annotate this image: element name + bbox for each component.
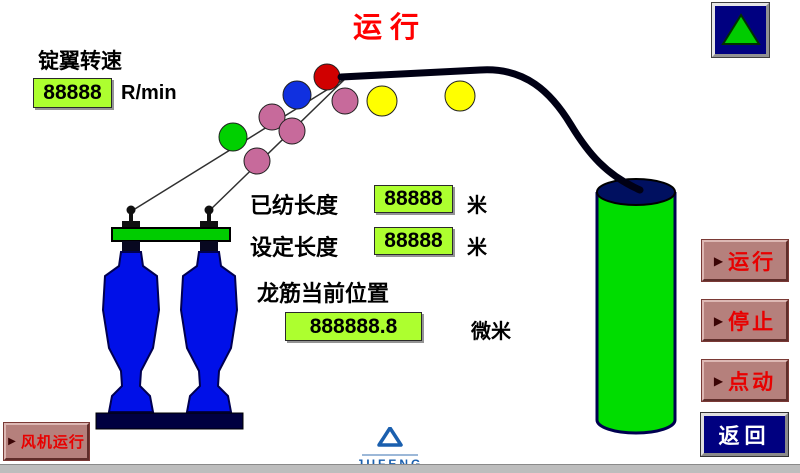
thread-guide-right-icon xyxy=(204,205,214,215)
rail-position-label: 龙筋当前位置 xyxy=(257,281,390,306)
flyer-rail xyxy=(111,227,231,242)
bobbin-right xyxy=(179,251,239,413)
fan-run-button[interactable]: ▶ 风机运行 xyxy=(3,422,90,461)
spindle-speed-unit: R/min xyxy=(121,82,177,104)
play-icon: ▶ xyxy=(713,373,724,388)
spindle-speed-value: 88888 xyxy=(33,78,112,108)
stop-button-label: 停止 xyxy=(728,310,777,334)
yarn-packages xyxy=(218,63,476,175)
play-icon: ▶ xyxy=(713,253,724,268)
bobbin-left xyxy=(101,251,161,413)
yarn-thread xyxy=(337,66,644,194)
stop-button[interactable]: ▶ 停止 xyxy=(701,299,789,342)
page-title: 运行 xyxy=(352,12,427,44)
yarn-dot-pink xyxy=(258,103,286,131)
yarn-dot-blue xyxy=(282,80,312,110)
yarn-dot-yellow xyxy=(366,85,398,117)
rail-position-unit: 微米 xyxy=(471,321,511,343)
spun-length-unit: 米 xyxy=(467,195,487,217)
set-length-label: 设定长度 xyxy=(250,235,339,260)
yarn-dot-yellow xyxy=(444,80,476,112)
run-button-label: 运行 xyxy=(728,250,777,274)
back-button-label: 返回 xyxy=(718,424,771,448)
spun-length-value: 88888 xyxy=(374,185,453,213)
set-length-unit: 米 xyxy=(467,237,487,259)
spun-length-label: 已纺长度 xyxy=(250,193,339,218)
yarn-dot-pink xyxy=(278,117,306,145)
logo-small-text xyxy=(362,454,418,456)
jog-button[interactable]: ▶ 点动 xyxy=(701,359,789,402)
winding-drum xyxy=(595,178,677,435)
spindle-speed-label: 锭翼转速 xyxy=(38,50,122,73)
yarn-dot-pink xyxy=(331,87,359,115)
page-up-button[interactable] xyxy=(711,2,770,58)
run-button[interactable]: ▶ 运行 xyxy=(701,239,789,282)
yarn-dot-red xyxy=(313,63,341,91)
yarn-dot-green xyxy=(218,122,248,152)
back-button[interactable]: 返回 xyxy=(700,412,789,457)
jog-button-label: 点动 xyxy=(728,370,777,394)
set-length-value[interactable]: 88888 xyxy=(374,227,453,255)
jufeng-logo-icon xyxy=(377,426,403,447)
yarn-dot-pink xyxy=(243,147,271,175)
up-arrow-icon xyxy=(720,13,761,45)
bottom-strip xyxy=(0,464,800,473)
rail-position-value: 888888.8 xyxy=(285,312,422,341)
spindle-assembly xyxy=(95,205,244,430)
play-icon: ▶ xyxy=(8,435,16,447)
spindle-base xyxy=(95,412,244,430)
fan-run-button-label: 风机运行 xyxy=(20,434,85,451)
thread-guide-left-icon xyxy=(126,205,136,215)
play-icon: ▶ xyxy=(713,313,724,328)
